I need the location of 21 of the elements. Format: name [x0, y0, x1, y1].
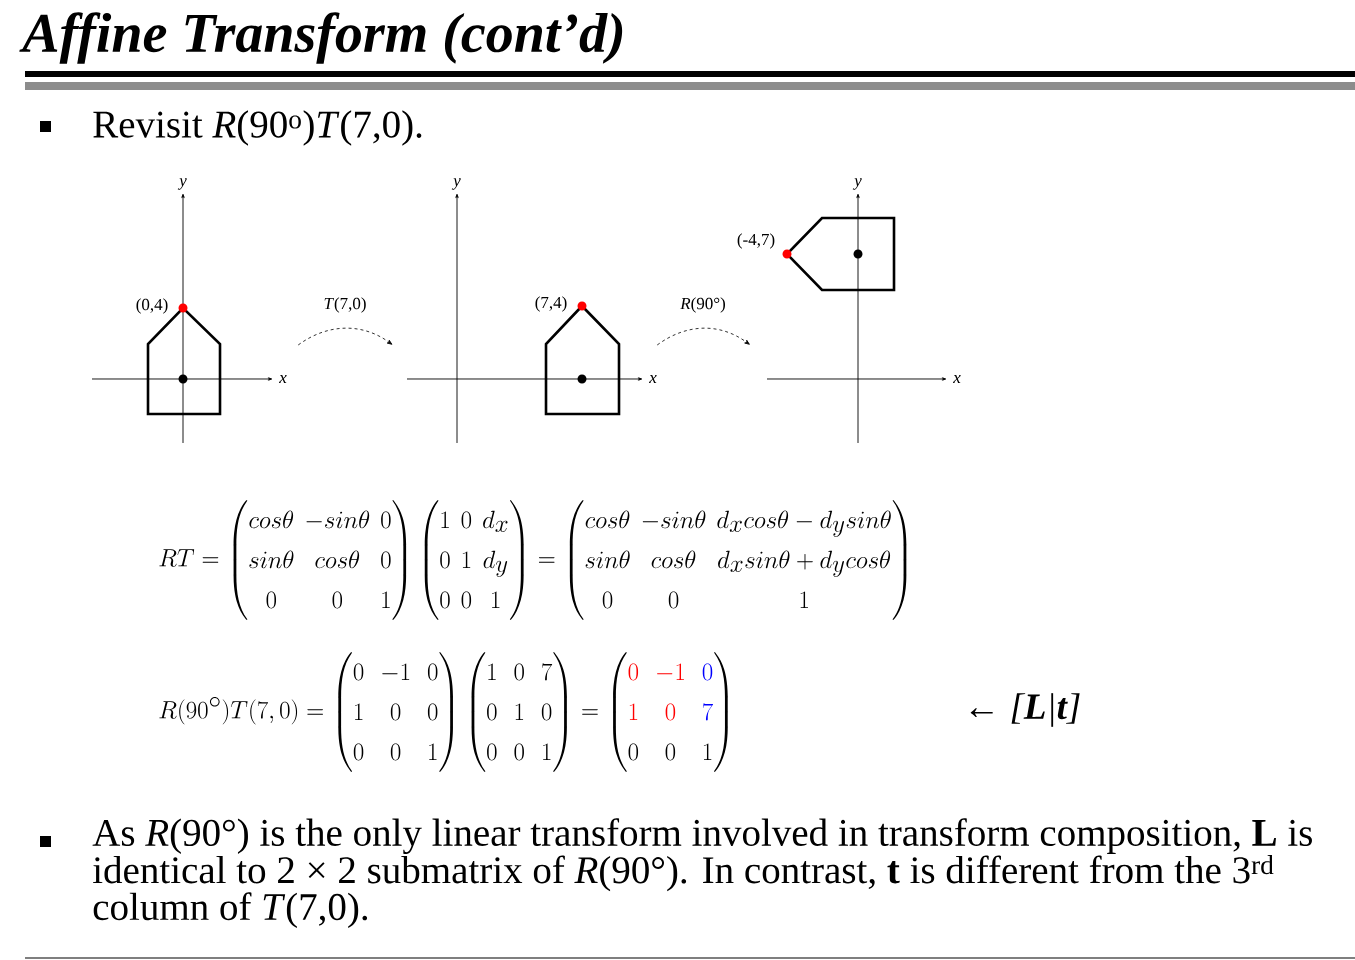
edge-label: T(7,0)	[324, 297, 366, 313]
equation: $RT = \begin{pmatrix} cos\theta & -sin\theta & 0\\ sin\theta & cos\theta & 0\\ 0 & 0 & 1\end{pmatrix} \begin{pmatrix} 1 & 0 & d_x\\ 0 & 1 & d_y\\ 0 & 0 & 1\end{pmatrix} = \begin{pmatrix} cos\theta & -sin\theta & d_xcos\theta - d_ysin\theta\\ sin\theta & cos\theta & d_xsin\theta + d_ycos\theta\\ 0 & 0 & 1\end{pmatrix}$	[159, 500, 907, 620]
matrix-note: ← [L|t]	[970, 693, 1080, 727]
bullet-text: Revisit R(90$^{o}$)T(7,0).	[93, 110, 422, 146]
equation: $R(90^\circ)T(7,0) = \begin{pmatrix} 0 & -1 & 0\\ 1 & 0 & 0\\ 0 & 0 & 1\end{pmatrix} \begin{pmatrix} 1 & 0 & 7\\ 0 & 1 & 0\\ 0 & 0 & 1\end{pmatrix} = \begin{pmatrix} \color{red}0 & \color{red}-1 & \color{blue}0\\ \color{red}1 & \color{red}0 & \color{blue}7\\ 0 & 0 & 1\end{pmatrix}$	[159, 652, 728, 772]
curved-arrow	[297, 327, 393, 346]
point-label: (0,4)	[136, 298, 168, 314]
point-label: (7,4)	[535, 296, 567, 312]
axis-label: y	[852, 178, 862, 190]
bullet-text: As R(90°) is the only linear transform involved in transform composition, L is identical to 2 × 2 submatrix of R(90°). In contrast, t is different from the 3$^{rd}$ column of T(7,0).	[92, 818, 1312, 929]
axis-label: x	[649, 375, 657, 383]
slide-title: Affine Transform (cont’d)	[19, 12, 623, 64]
axis-label: x	[953, 375, 961, 383]
axis-label: y	[451, 178, 461, 190]
axis-label: x	[279, 375, 287, 383]
axis-label: y	[177, 178, 187, 190]
curved-arrow	[656, 327, 750, 346]
coordinate-plot-drawing	[91, 193, 273, 444]
coordinate-plot-drawing	[406, 193, 643, 444]
point-label: (-4,7)	[737, 233, 775, 249]
edge-label: R(90°)	[680, 297, 725, 313]
